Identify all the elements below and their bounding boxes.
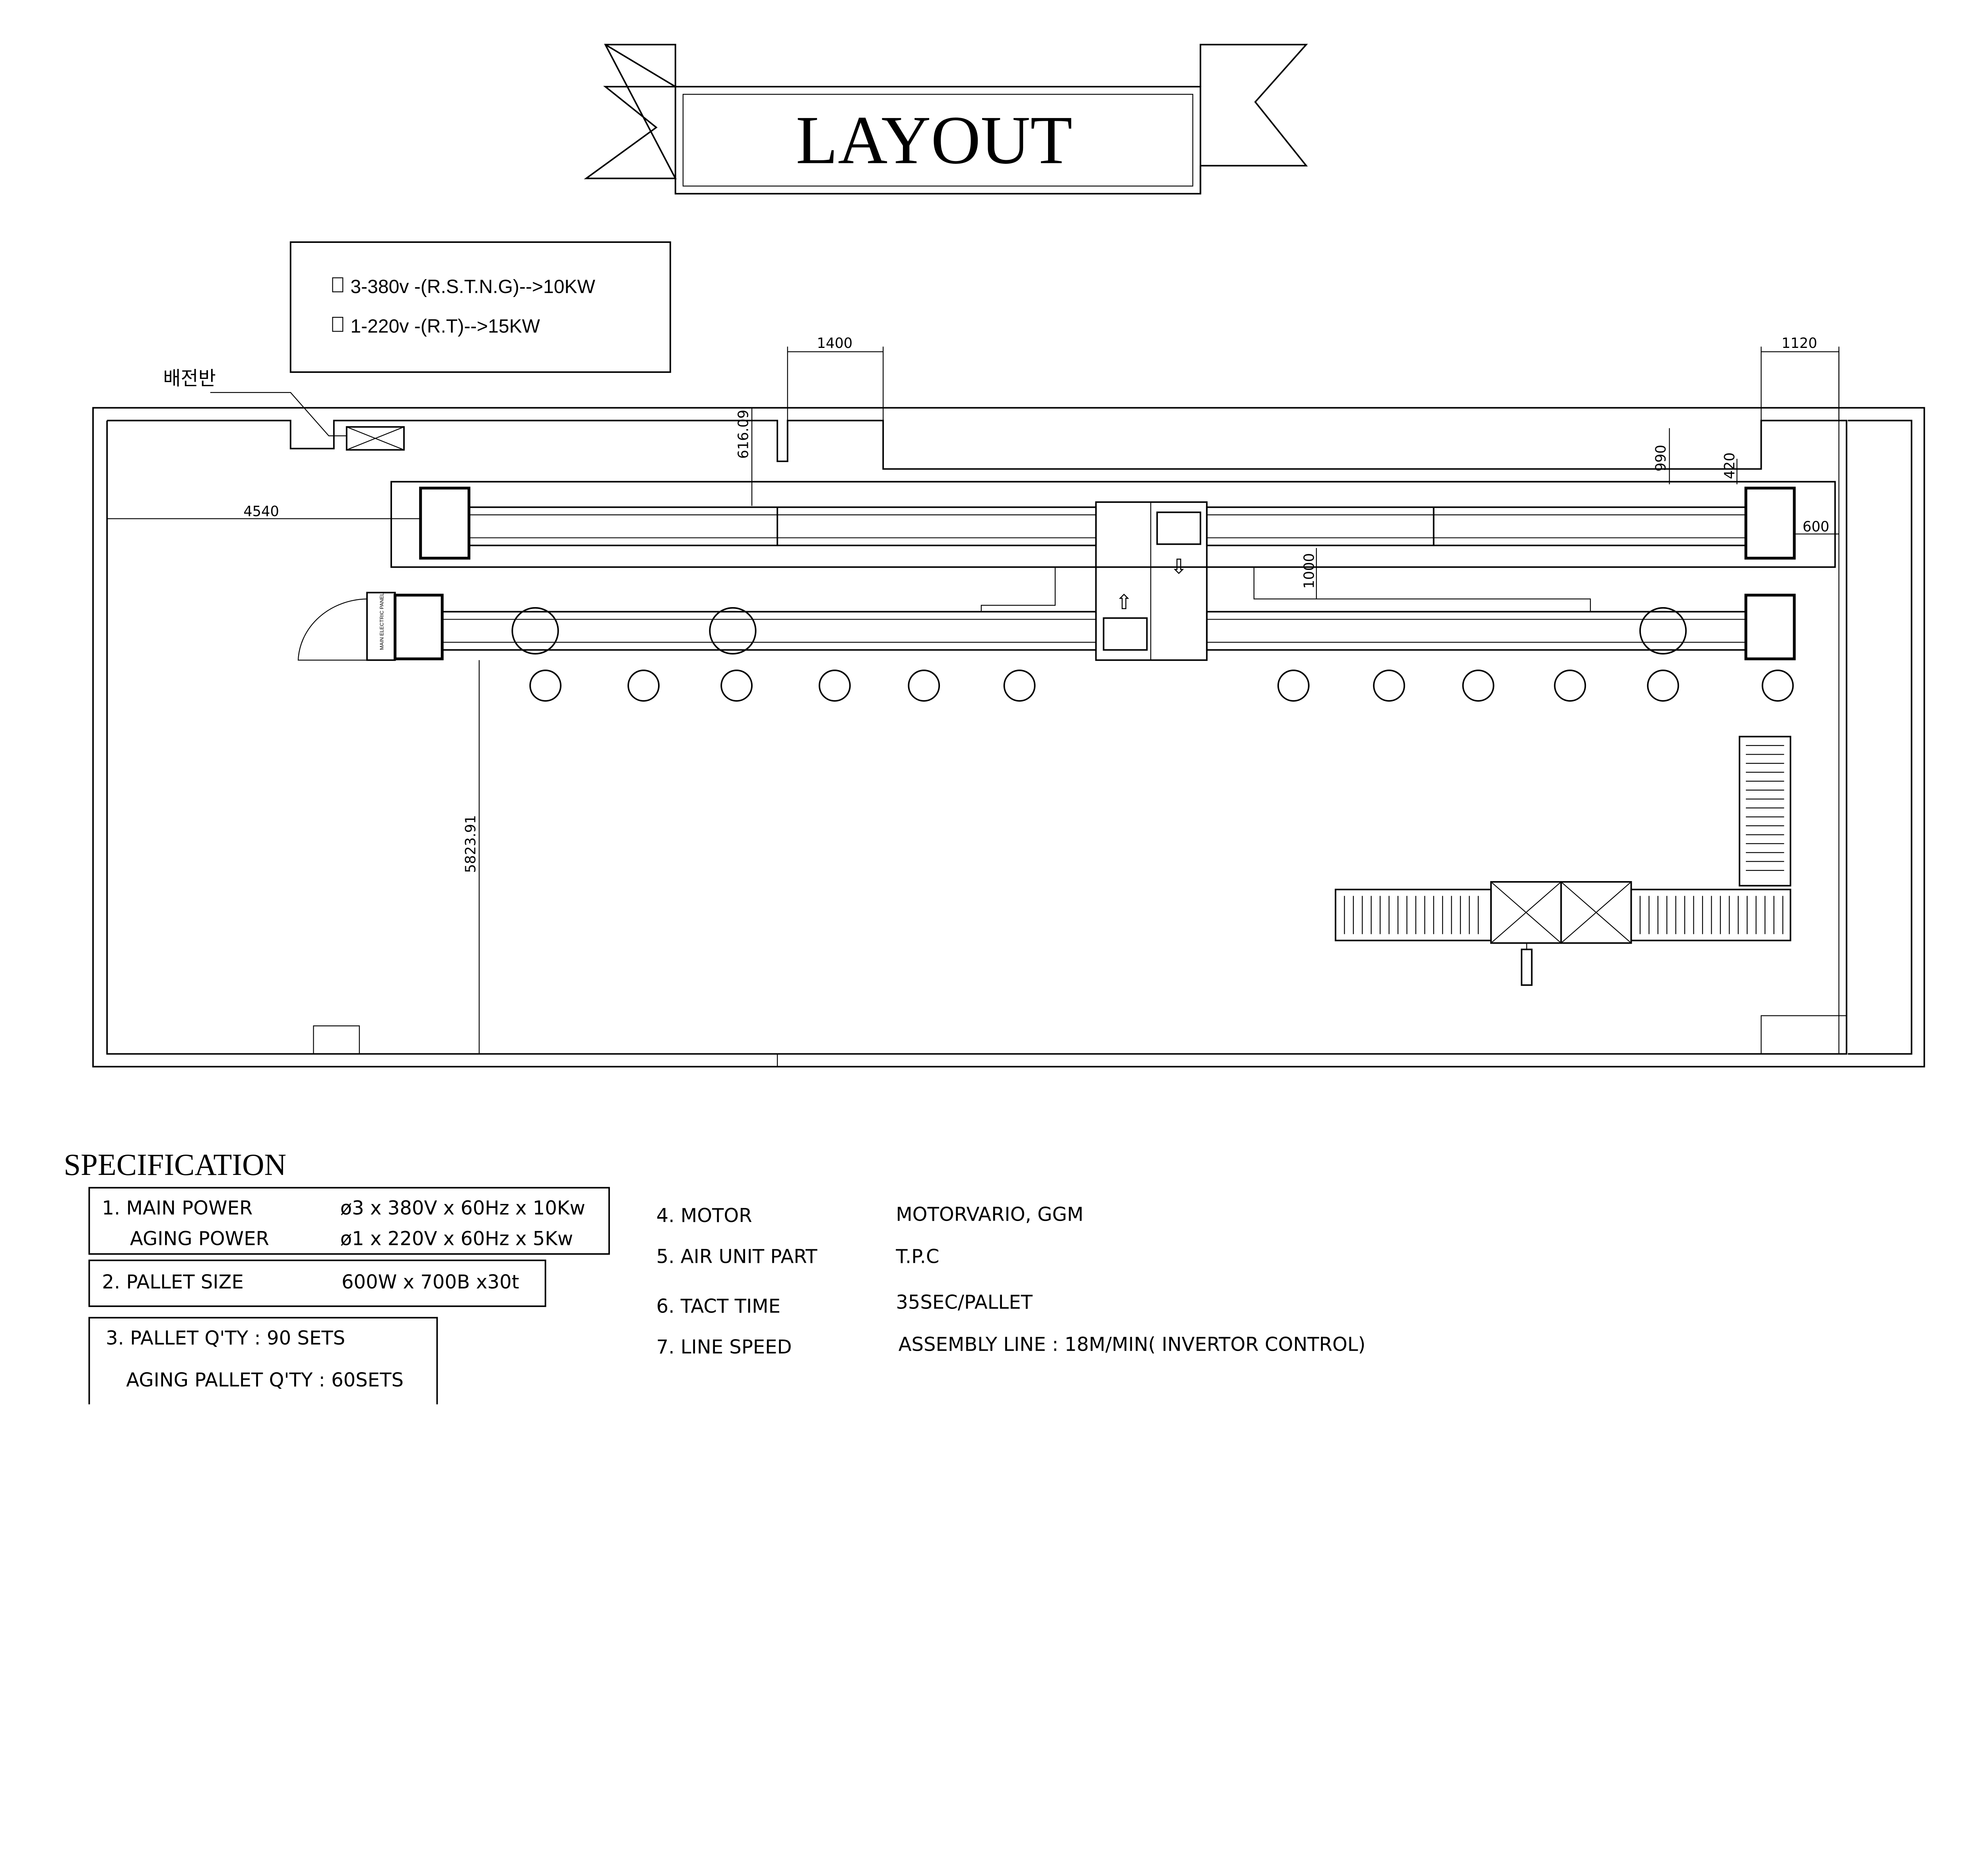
power-note-line-2: 1-220v -(R.T)-->15KW: [350, 316, 540, 337]
spec-pallet-size-value: 600W x 700B x30t: [342, 1271, 519, 1293]
dim-1000: 1000: [1301, 553, 1317, 589]
spec-aging-power-label: AGING POWER: [130, 1227, 269, 1250]
spec-pallet-size-label: 2. PALLET SIZE: [102, 1271, 243, 1293]
dim-616: 616.09: [735, 410, 751, 459]
dim-4540: 4540: [243, 503, 279, 520]
operator-stations: [529, 669, 1794, 702]
spec-aging-power-value: ø1 x 220V x 60Hz x 5Kw: [340, 1227, 573, 1250]
spec-speed-value: ASSEMBLY LINE : 18M/MIN( INVERTOR CONTRO…: [899, 1333, 1366, 1355]
spec-aging-pallet-qty: AGING PALLET Q'TY : 60SETS: [126, 1369, 404, 1391]
spec-pallet-qty: 3. PALLET Q'TY : 90 SETS: [106, 1327, 345, 1349]
upper-conveyor-line: [390, 481, 1836, 568]
page-title: LAYOUT: [796, 102, 1072, 178]
dim-990: 990: [1653, 445, 1669, 472]
layout-drawing: LAYOUT 3-380v -(R.S.T.N.G)-->10KW 1-220v…: [64, 44, 1925, 1405]
dim-5823: 5823.91: [463, 815, 479, 873]
spec-air-label: 5. AIR UNIT PART: [656, 1245, 817, 1268]
transfer-unit: ⇩ ⇧: [1095, 501, 1208, 661]
spec-tact-value: 35SEC/PALLET: [896, 1291, 1033, 1314]
dimensions: 1400 1120 616.09 990 420 4540 600 1000 5…: [107, 335, 1840, 1054]
down-arrow-icon: ⇩: [1170, 555, 1187, 578]
spec-speed-label: 7. LINE SPEED: [656, 1336, 792, 1358]
roller-conveyor: [1335, 736, 1792, 986]
distribution-panel-label: 배전반: [163, 368, 216, 389]
lower-conveyor-line: MAIN ELECTRIC PANEL: [297, 592, 1796, 661]
title-banner: LAYOUT: [584, 44, 1308, 195]
dim-420: 420: [1722, 452, 1738, 479]
spec-motor-label: 4. MOTOR: [656, 1205, 752, 1227]
dim-600: 600: [1803, 519, 1829, 535]
power-note-line-1: 3-380v -(R.S.T.N.G)-->10KW: [350, 276, 595, 297]
specification: SPECIFICATION 1. MAIN POWER ø3 x 380V x …: [64, 1147, 1366, 1405]
dim-1400: 1400: [817, 335, 853, 351]
up-arrow-icon: ⇧: [1115, 591, 1132, 614]
distribution-panel: [346, 426, 405, 451]
spec-tact-label: 6. TACT TIME: [656, 1295, 780, 1317]
spec-motor-value: MOTORVARIO, GGM: [896, 1204, 1083, 1226]
dim-1120: 1120: [1782, 335, 1817, 351]
spec-air-value: T.P.C: [895, 1245, 939, 1268]
spec-main-power-value: ø3 x 380V x 60Hz x 10Kw: [340, 1197, 585, 1219]
power-note: 3-380v -(R.S.T.N.G)-->10KW 1-220v -(R.T)…: [289, 241, 671, 373]
building-walls: [92, 350, 1925, 1068]
spec-heading: SPECIFICATION: [64, 1147, 286, 1182]
main-electric-panel-label: MAIN ELECTRIC PANEL: [379, 593, 385, 650]
spec-main-power-label: 1. MAIN POWER: [102, 1197, 252, 1219]
